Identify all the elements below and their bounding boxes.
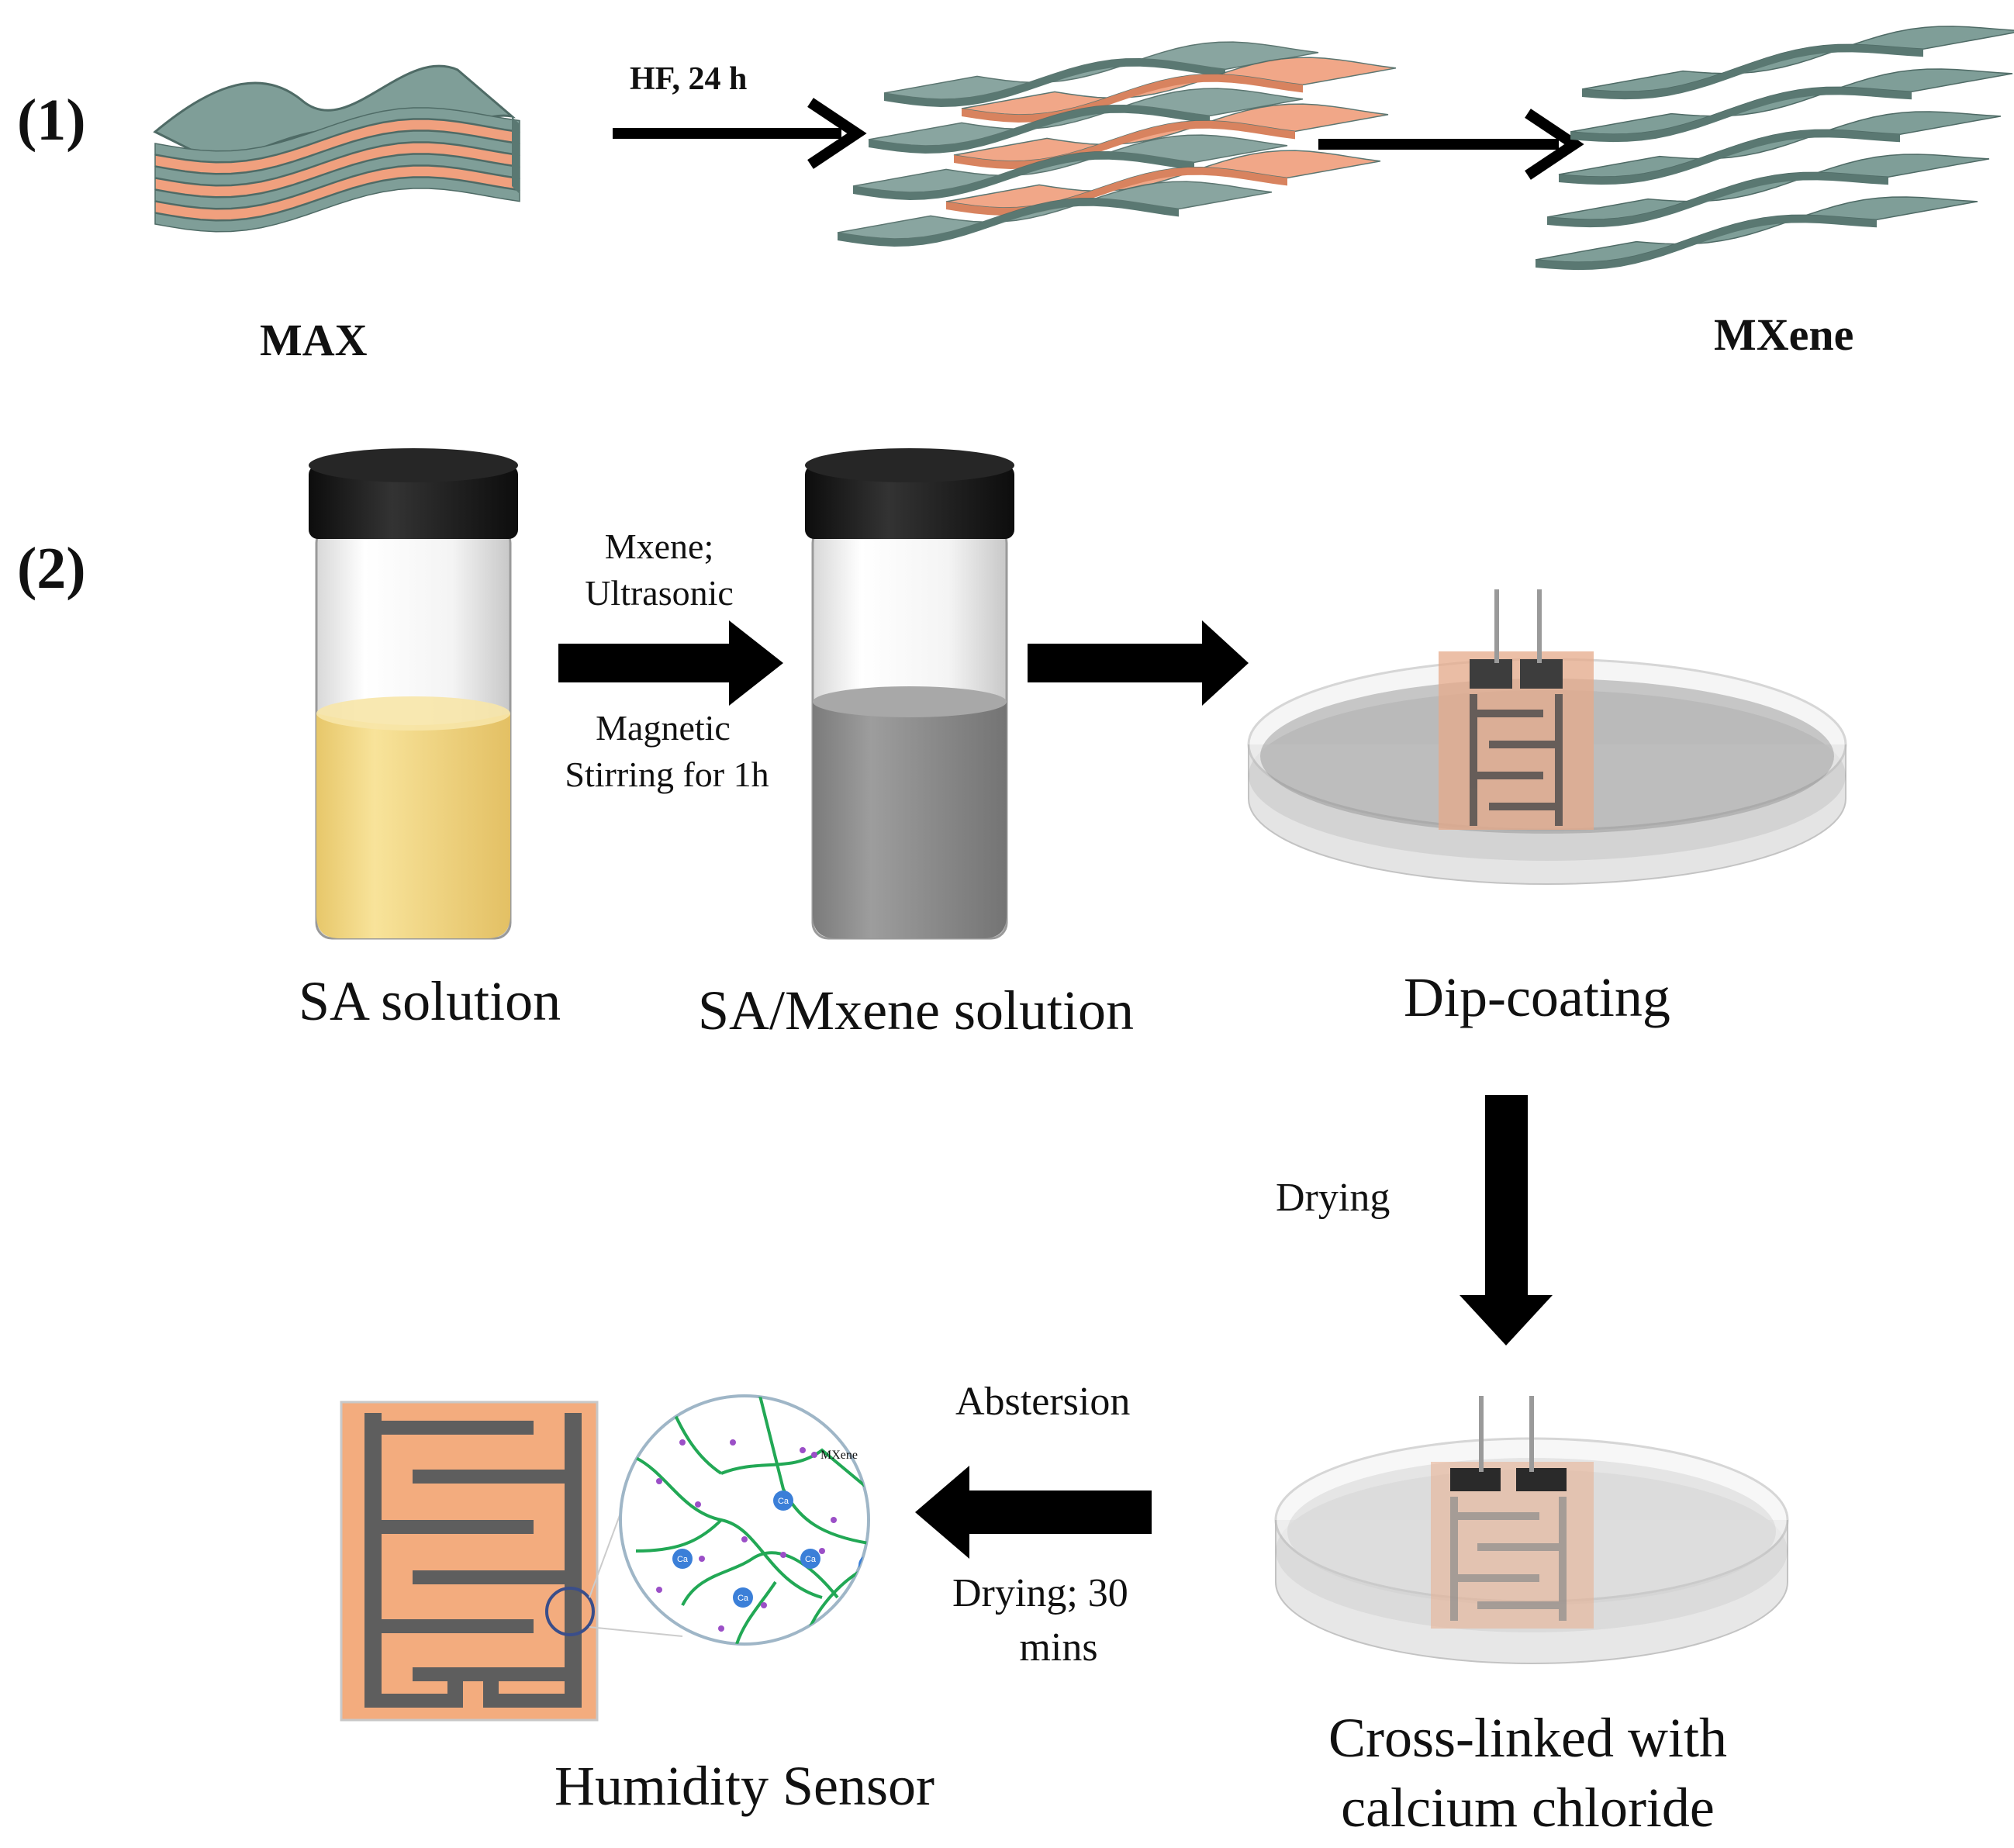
max-layers	[154, 107, 520, 233]
arrow1-line1: Mxene;	[604, 527, 714, 566]
sa-solution-vial-icon	[309, 448, 518, 940]
arrow1-line3: Magnetic	[596, 708, 731, 748]
cross-linked-label-line2: calcium chloride	[1341, 1777, 1715, 1839]
drying-label: Drying	[1276, 1176, 1390, 1220]
mxene-sheets-icon	[1535, 26, 2014, 271]
delamination-arrow-head	[1525, 109, 1584, 180]
dip-coating-dish-icon	[1247, 589, 1847, 885]
sa-solution-label: SA solution	[299, 970, 561, 1032]
coating-arrow	[1028, 620, 1249, 706]
arrow3-drying-label: Drying; 30	[952, 1571, 1128, 1615]
hf-arrow-head	[807, 98, 867, 169]
mixing-arrow	[558, 620, 783, 706]
mxene-label: MXene	[1714, 309, 1854, 360]
abstersion-label: Abstersion	[955, 1380, 1131, 1424]
arrow1-line4: Stirring for 1h	[565, 755, 769, 794]
panel1-tag: (1)	[17, 88, 86, 153]
dip-coating-label: Dip-coating	[1404, 966, 1670, 1028]
humidity-sensor-label: Humidity Sensor	[554, 1755, 935, 1817]
sa-mxene-solution-vial-icon	[805, 448, 1014, 940]
drying-arrow	[1460, 1095, 1553, 1345]
svg-text:Ca: Ca	[778, 1497, 789, 1506]
svg-text:Ca: Ca	[863, 1561, 875, 1570]
sa-mxene-solution-label: SA/Mxene solution	[698, 979, 1135, 1041]
etched-intermediate-stack-icon	[837, 41, 1397, 247]
max-layered-stack-icon	[153, 64, 520, 233]
max-label: MAX	[260, 315, 368, 365]
svg-text:Ca: Ca	[805, 1555, 817, 1564]
panel2-tag: (2)	[17, 536, 86, 601]
svg-text:Ca: Ca	[738, 1594, 749, 1603]
abstersion-arrow	[915, 1466, 1152, 1559]
humidity-sensor-electrode-icon	[340, 1401, 683, 1722]
svg-text:Ca: Ca	[677, 1555, 689, 1564]
cross-linked-label-line1: Cross-linked with	[1328, 1707, 1727, 1769]
arrow3-mins-label: mins	[1019, 1625, 1098, 1670]
cross-linking-dish-icon	[1274, 1396, 1789, 1664]
zoom-mxene-tag: MXene	[820, 1449, 858, 1462]
arrow1-line2: Ultrasonic	[585, 573, 734, 613]
hf-step-label: HF, 24 h	[630, 61, 748, 97]
